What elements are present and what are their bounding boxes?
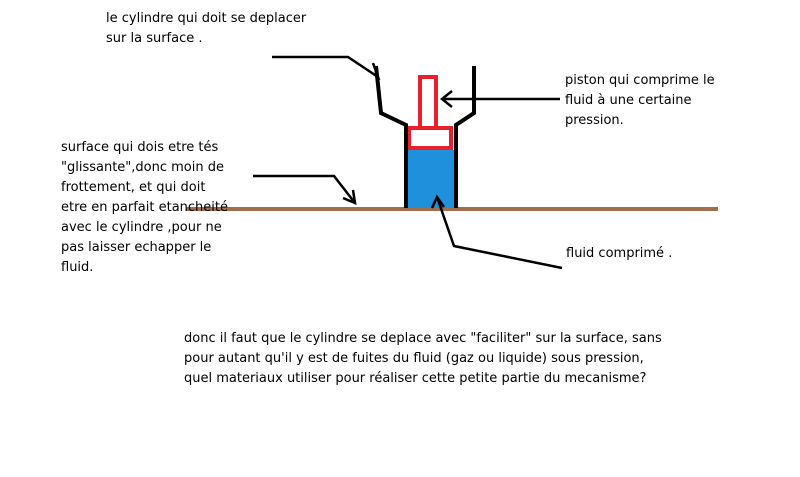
piston-rod (418, 75, 438, 130)
cylinder-body (374, 65, 476, 208)
piston-label: piston qui comprime le fluid à une certa… (565, 73, 715, 128)
surface-label: surface qui dois etre tés "glissante",do… (61, 140, 228, 275)
piston-arrow (439, 90, 560, 108)
question-text: donc il faut que le cylindre se deplace … (184, 331, 662, 386)
fluid-label: fluid comprimé . (566, 246, 673, 261)
piston-head (407, 126, 453, 150)
cylinder-label: le cylindre qui doit se deplacer sur la … (106, 11, 307, 46)
fluid-arrow (430, 194, 563, 270)
cylinder-arrow (272, 55, 381, 81)
surface-arrow (253, 174, 357, 206)
compressed-fluid (407, 150, 455, 208)
